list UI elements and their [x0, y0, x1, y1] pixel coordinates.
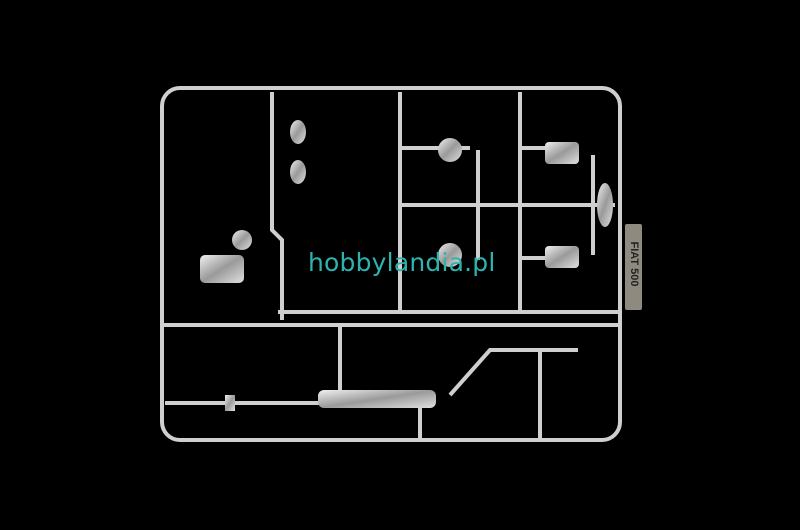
outer-runner	[160, 86, 622, 442]
part-3	[232, 230, 252, 250]
headlight-1	[290, 120, 306, 144]
watermark: hobbylandia.pl	[308, 248, 496, 277]
chrome-parts	[200, 120, 613, 411]
sprue-tag: FIAT 500	[625, 224, 642, 310]
part-2	[438, 243, 462, 267]
headlight-2	[290, 160, 306, 184]
tailpipe	[225, 395, 235, 411]
hubcap	[597, 183, 613, 227]
part-1	[438, 138, 462, 162]
engine-part	[200, 255, 244, 283]
mirror-1	[545, 142, 579, 164]
muffler	[318, 390, 436, 408]
mirror-2	[545, 246, 579, 268]
